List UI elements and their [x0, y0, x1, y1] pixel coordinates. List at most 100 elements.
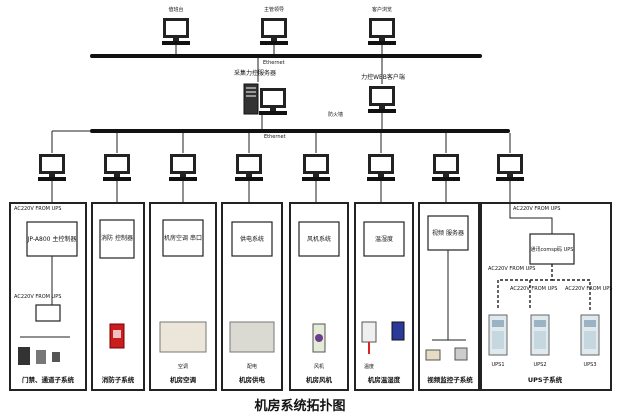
- ups-cabinet-icon: [580, 314, 600, 356]
- ac-serial-box: [162, 219, 204, 257]
- power-note: AC220V FROM UPS: [510, 286, 557, 292]
- bus-middle-label: Ethernet: [264, 134, 286, 140]
- panel-power: 供电系统 配电 机房供电: [221, 202, 283, 391]
- monitor-to-panel-lines: [51, 181, 511, 203]
- station-duty-label: 值班台: [168, 6, 183, 13]
- panel-caption: 机房温湿度: [368, 375, 401, 384]
- monitor-icon: [260, 18, 288, 45]
- monitor-icon: [259, 88, 287, 115]
- ups-unit-label: UPS2: [533, 362, 546, 368]
- server-main-label: 采集力控服务器: [234, 69, 276, 77]
- panel-access-control: AC220V FROM UPS JP-A800 主控制器 AC220V FROM…: [9, 202, 87, 391]
- monitor-icon: [496, 154, 524, 181]
- power-cabinet-icon: [229, 321, 275, 353]
- server-tower-icon: [243, 83, 259, 115]
- monitor-icon: [38, 154, 66, 181]
- power-note: AC220V FROM UPS: [565, 286, 612, 292]
- panel-video: 视频 服务器 视频监控子系统: [418, 202, 480, 391]
- monitor-icon: [169, 154, 197, 181]
- fire-controller-box: [99, 219, 135, 259]
- ups-unit-label: UPS1: [491, 362, 504, 368]
- power-note: AC220V FROM UPS: [488, 266, 535, 272]
- ethernet-bus-top: Ethernet: [90, 54, 482, 66]
- temp-humidity-box: [363, 221, 405, 257]
- server-web-label: 力控WEB客户端: [361, 73, 405, 81]
- temp-humidity-label: 温湿度: [375, 235, 393, 243]
- bus-top-label: Ethernet: [263, 60, 285, 66]
- panel-caption: UPS子系统: [528, 375, 563, 384]
- monitor-icon: [103, 154, 131, 181]
- top-stations: 值班台 主管领导 客户浏览: [162, 6, 396, 54]
- monitor-icon: [235, 154, 263, 181]
- camera-icon: [454, 347, 468, 361]
- monitor-icon: [162, 18, 190, 45]
- firewall-label: 防火墙: [328, 111, 343, 118]
- bus-bar: [90, 54, 482, 58]
- fire-alarm-window: [113, 330, 121, 338]
- exit-button-icon: [52, 352, 60, 362]
- power-note: AC220V FROM UPS: [513, 206, 560, 212]
- camera-icon: [425, 349, 441, 361]
- station-manager: 主管领导: [260, 6, 288, 54]
- ups-comm-label: 通讯comsp码 UPS: [531, 246, 574, 253]
- monitor-icon: [368, 86, 396, 113]
- video-server-box: [427, 215, 469, 251]
- subsystem-monitors: [38, 154, 524, 181]
- panel-fire: 消防 控制器 消防子系统: [91, 202, 145, 391]
- ac-serial-label: 机房空调 串口: [164, 234, 202, 242]
- power-system-label: 供电系统: [240, 235, 264, 243]
- station-duty: 值班台: [162, 6, 190, 54]
- equipment-label: 空调: [178, 363, 188, 370]
- panel-caption: 视频监控子系统: [427, 375, 473, 384]
- ups-cabinet-icon: [530, 314, 550, 356]
- serial-dashed-line: [552, 279, 591, 310]
- panel-caption: 机房供电: [239, 375, 266, 384]
- station-client-label: 客户浏览: [372, 6, 392, 13]
- door-lock-icon: [18, 347, 30, 365]
- controller-box: [26, 221, 78, 257]
- server-main: 采集力控服务器: [234, 58, 287, 115]
- equipment-label: 配电: [247, 363, 257, 370]
- connector-line: [509, 203, 553, 234]
- panel-temperature-humidity: 温湿度 温度 机房温湿度: [354, 202, 414, 391]
- monitor-icon: [367, 154, 395, 181]
- monitor-icon: [432, 154, 460, 181]
- station-manager-label: 主管领导: [264, 6, 284, 13]
- equipment-label: 温度: [364, 363, 374, 370]
- panel-ups: AC220V FROM UPS 通讯comsp码 UPS AC220V FROM…: [480, 202, 612, 391]
- fan-system-label: 风机系统: [307, 235, 331, 243]
- card-reader-icon: [36, 350, 46, 364]
- panel-caption: 机房空调: [170, 375, 197, 384]
- station-client: 客户浏览: [368, 6, 396, 54]
- temperature-sensor-icon: [361, 321, 377, 343]
- diagram-title: 机房系统拓扑图: [254, 398, 345, 414]
- fire-controller-label: 消防 控制器: [101, 234, 133, 242]
- panel-air-conditioning: 机房空调 串口 空调 机房空调: [149, 202, 217, 391]
- ac-unit-icon: [159, 321, 207, 353]
- door-controller-box: [35, 304, 61, 322]
- power-note: AC220V FROM UPS: [14, 206, 61, 212]
- fan-system-box: [298, 221, 340, 257]
- fan-indicator-icon: [315, 334, 323, 342]
- subsystem-drops: [51, 130, 511, 153]
- thermometer-icon: [368, 342, 370, 354]
- controller-label: JP-A800 主控制器: [27, 235, 77, 243]
- panel-fan: 风机系统 风机 机房风机: [289, 202, 349, 391]
- power-system-box: [231, 221, 273, 257]
- panel-caption: 门禁、通道子系统: [22, 375, 75, 384]
- server-web: 力控WEB客户端 防火墙: [328, 58, 405, 129]
- panel-caption: 消防子系统: [102, 375, 135, 384]
- ups-unit-label: UPS3: [583, 362, 596, 368]
- monitor-icon: [368, 18, 396, 45]
- bus-bar: [90, 129, 510, 133]
- ethernet-bus-middle: Ethernet: [90, 129, 510, 140]
- ups-cabinet-icon: [488, 314, 508, 356]
- serial-dashed-line: [497, 264, 553, 310]
- power-note: AC220V FROM UPS: [14, 294, 61, 300]
- equipment-label: 风机: [314, 363, 324, 370]
- video-server-label: 视频 服务器: [432, 229, 464, 237]
- humidity-sensor-icon: [391, 321, 405, 341]
- panel-caption: 机房风机: [306, 375, 333, 384]
- monitor-icon: [302, 154, 330, 181]
